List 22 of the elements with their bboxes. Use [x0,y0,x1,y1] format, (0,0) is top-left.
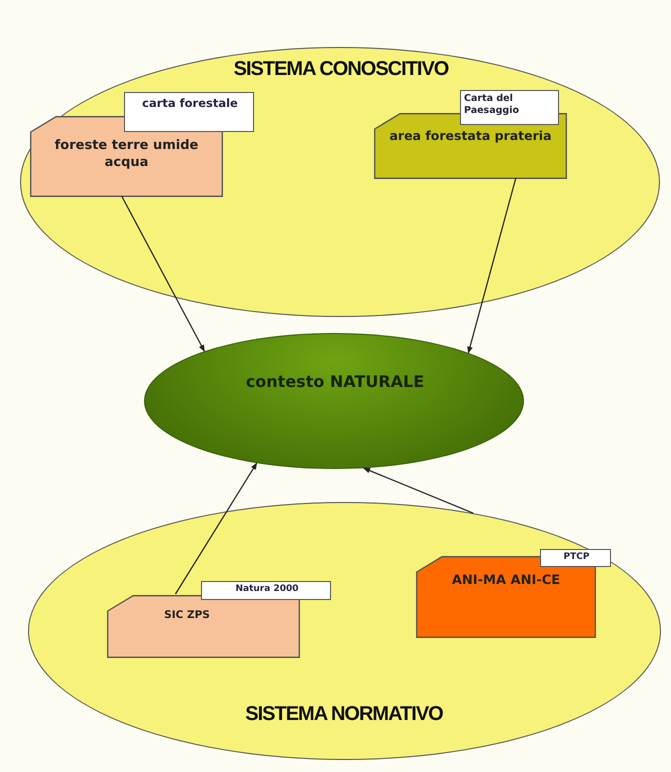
arrow [121,196,205,352]
tag-label: PTCP [562,552,590,564]
box-label: SIC ZPS [163,609,211,623]
box-label: ANI-MA ANI-CE [450,573,562,590]
tag-label: carta forestale [141,96,239,111]
map-tag [201,581,331,600]
folder-box [374,113,567,179]
ellipse-title: SISTEMA NORMATIVO [244,702,444,727]
folder-box [107,595,300,658]
folder-box [30,116,223,197]
ellipse-label: contesto NATURALE [244,372,426,393]
arrow [174,462,258,594]
box-label: foreste terre umide acqua [54,138,200,172]
ellipse-title: SISTEMA CONOSCITIVO [232,57,450,82]
map-tag [124,92,254,132]
map-tag [460,90,559,125]
tag-label: Natura 2000 [234,584,300,596]
box-label: area forestata prateria [388,128,553,144]
tag-label: Carta del Paesaggio [464,93,520,117]
arrow [363,468,474,514]
map-tag [540,549,611,567]
arrow [467,178,516,354]
